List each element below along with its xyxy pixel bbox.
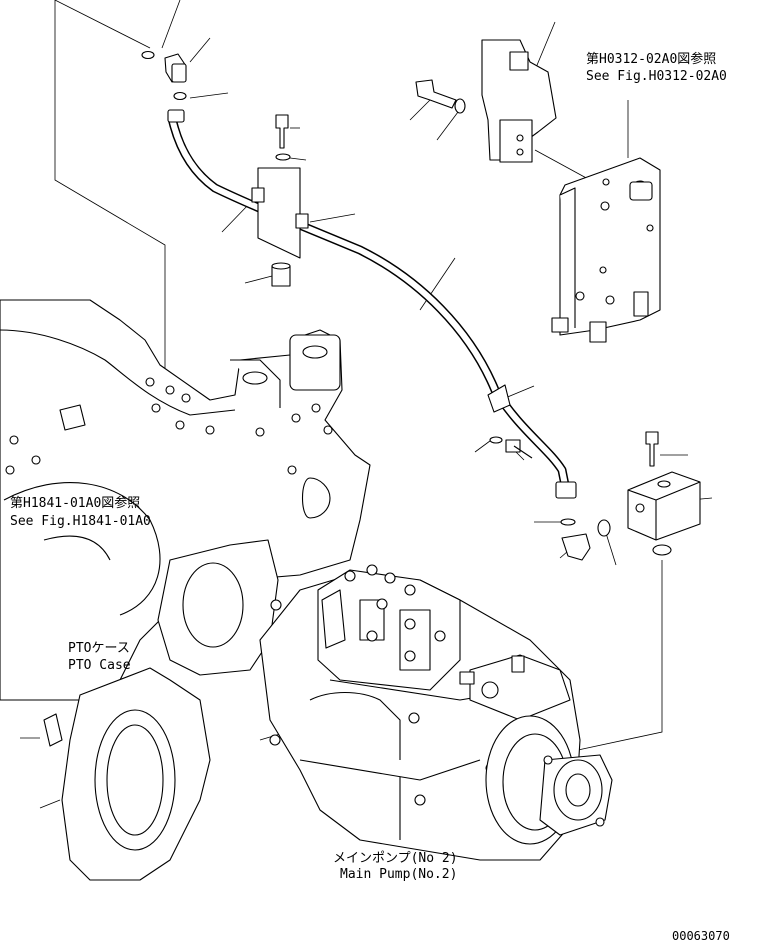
o-ring [560,518,576,526]
o-ring [173,91,187,101]
pto-case-en: PTO Case [68,658,131,673]
bolt [415,79,457,109]
main-pump-jp: メインポンプ(No 2) [333,851,458,866]
hose-assembly [141,50,577,499]
o-ring [597,519,611,537]
elbow-fitting [561,533,591,561]
reference-jp-right: 第H0312-02A0図参照 [586,51,716,67]
reference-en-right: See Fig.H0312-02A0 [586,69,727,84]
drawing-number: 00063070 [672,929,730,943]
main-pump [259,564,613,861]
o-ring [652,544,672,556]
elbow-fitting [164,53,187,83]
reference-jp-left: 第H1841-01A0図参照 [10,495,140,511]
bolt [645,431,659,467]
bolt-holes [5,377,333,475]
bolt [505,439,521,453]
main-pump-en: Main Pump(No.2) [340,867,457,882]
pto-case-jp: PTOケース [68,641,130,656]
pto-case-label: PTOケース PTO Case [68,641,131,673]
reference-note-left: 第H1841-01A0図参照 See Fig.H1841-01A0 [10,495,151,529]
reference-en-left: See Fig.H1841-01A0 [10,514,151,529]
o-ring [141,50,155,60]
reference-note-right: 第H0312-02A0図参照 See Fig.H0312-02A0 [586,51,727,84]
bracket-upper-right [415,39,661,343]
main-pump-label: メインポンプ(No 2) Main Pump(No.2) [333,851,458,882]
valve-plate [559,157,661,336]
clamp-plate [257,167,301,259]
engine-housing [0,299,371,881]
bolt [275,114,289,149]
manifold-block [560,431,701,561]
